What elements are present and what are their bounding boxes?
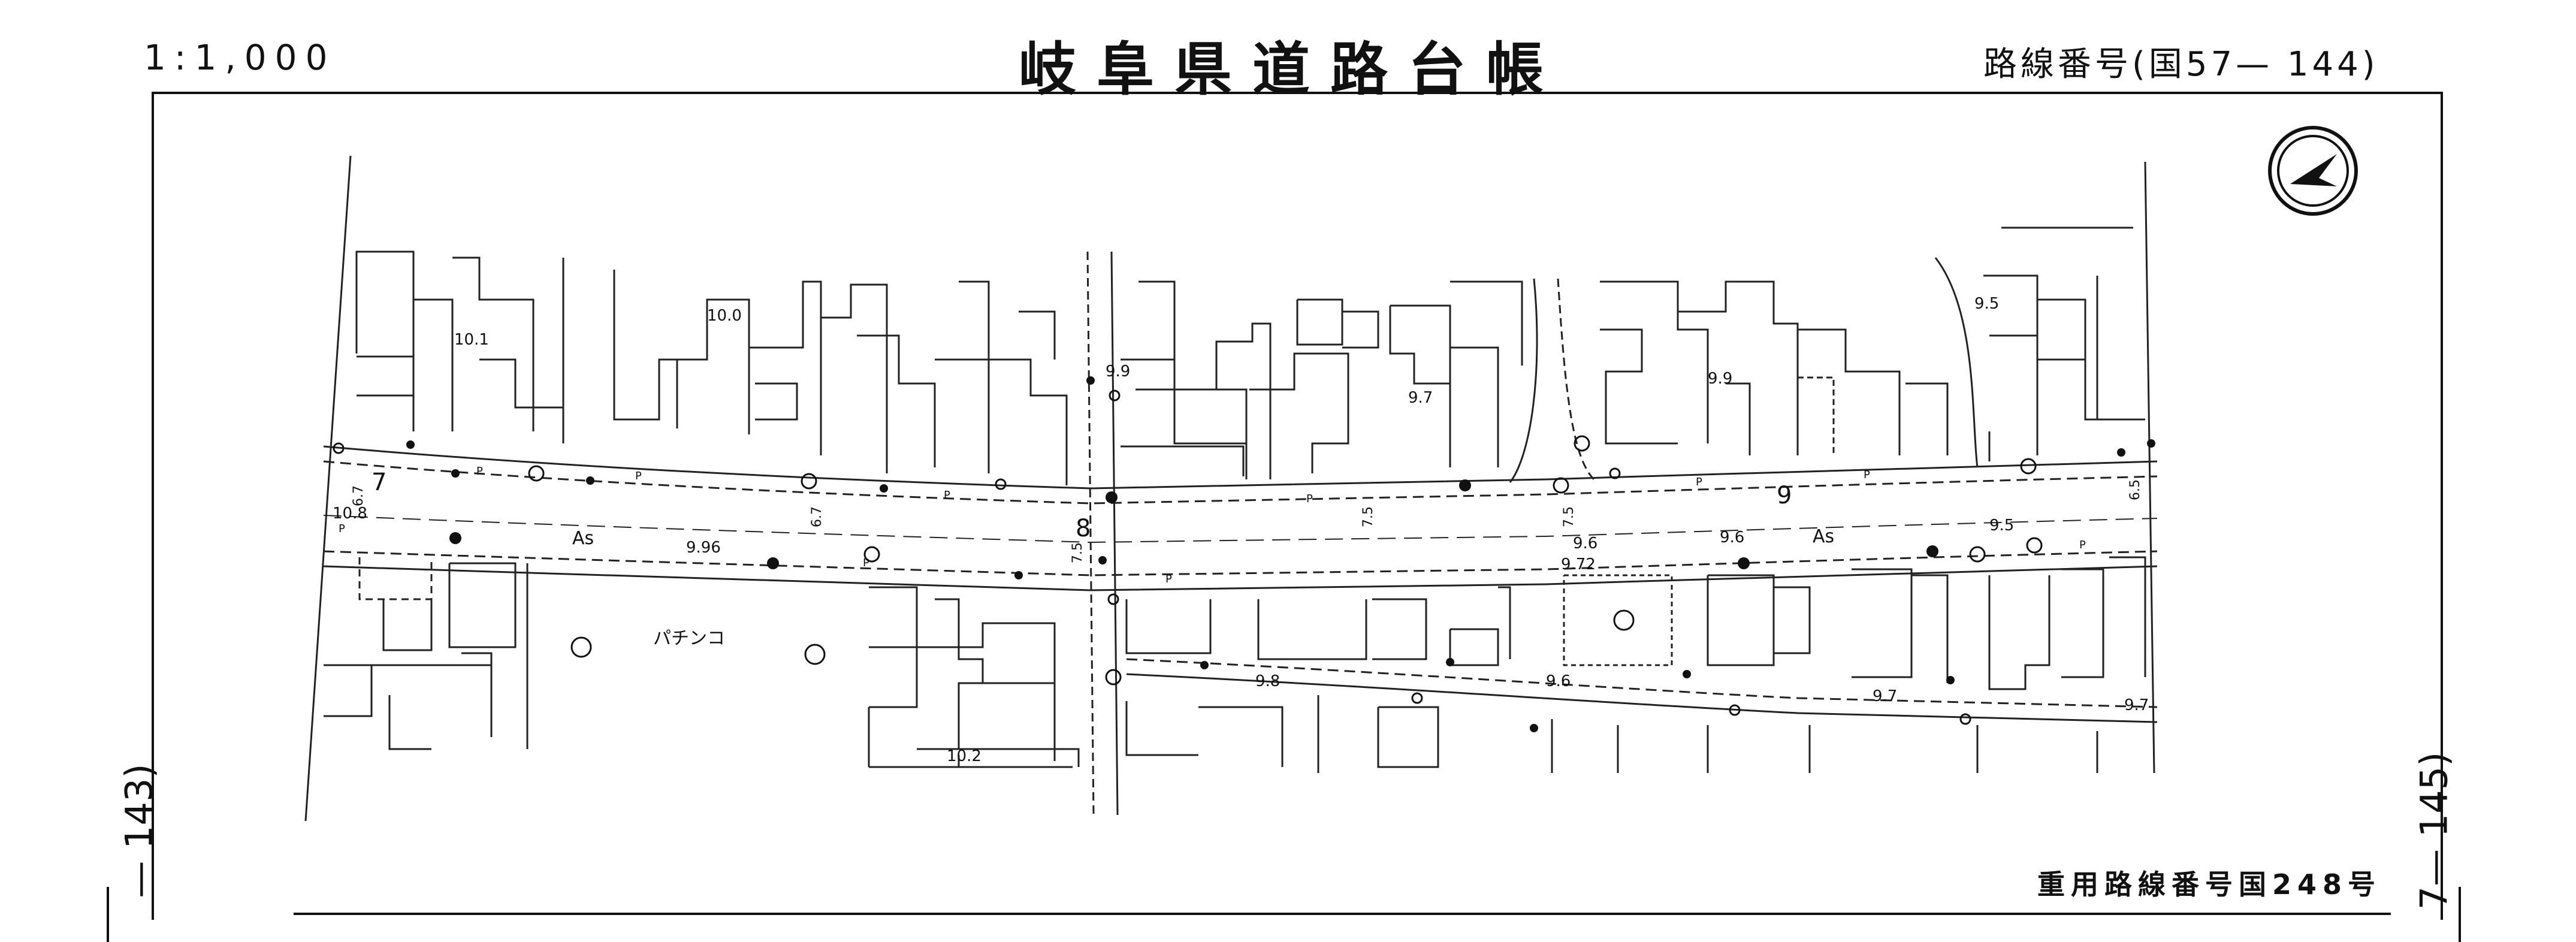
duplicate-route-number: 重用路線番号国248号 bbox=[2037, 868, 2382, 901]
map-open-symbols bbox=[333, 390, 2043, 725]
parking-marker: P bbox=[339, 523, 345, 535]
place-label: パチンコ bbox=[653, 628, 725, 649]
map-linework bbox=[304, 155, 2158, 822]
sheet-frame bbox=[107, 92, 2461, 942]
map-labels: 10.0 10.1 9.9 9.7 9.9 9.5 10.8 9.96 9.72… bbox=[333, 295, 2149, 765]
surface-label: As bbox=[572, 528, 594, 549]
road-width-label: 7.5 bbox=[1070, 542, 1085, 563]
parking-marker: P bbox=[2079, 539, 2086, 551]
elevation-label: 10.8 bbox=[333, 505, 367, 523]
road-width-label: 6.7 bbox=[810, 506, 825, 527]
parking-marker: P bbox=[1864, 469, 1870, 481]
elevation-label: 10.1 bbox=[454, 331, 489, 349]
elevation-label: 9.96 bbox=[686, 539, 721, 557]
elevation-label: 9.72 bbox=[1561, 555, 1596, 573]
elevation-label: 9.9 bbox=[1106, 363, 1130, 381]
elevation-label: 10.0 bbox=[707, 307, 742, 325]
surface-label: As bbox=[1813, 526, 1834, 547]
parking-marker: P bbox=[476, 465, 483, 478]
elevation-label: 9.6 bbox=[1546, 672, 1571, 690]
elevation-label: 10.2 bbox=[947, 747, 982, 765]
parking-marker: P bbox=[1306, 493, 1313, 505]
elevation-label: 9.6 bbox=[1573, 535, 1597, 552]
road-width-label: 7.5 bbox=[1562, 506, 1577, 527]
km-post-label: 9 bbox=[1777, 482, 1792, 509]
elevation-label: 9.5 bbox=[1989, 517, 2014, 535]
km-post-label: 7 bbox=[372, 469, 386, 496]
elevation-label: 9.5 bbox=[1974, 295, 1999, 313]
elevation-label: 9.6 bbox=[1720, 529, 1744, 547]
map-symbols bbox=[406, 376, 2155, 732]
elevation-label: 9.9 bbox=[1708, 370, 1732, 388]
map-scale: 1:1,000 bbox=[144, 37, 336, 78]
north-arrow-icon bbox=[2268, 126, 2358, 216]
elevation-label: 9.7 bbox=[2124, 696, 2149, 714]
parking-marker: P bbox=[635, 470, 642, 482]
parking-marker: P bbox=[944, 489, 950, 502]
road-width-label: 6.5 bbox=[2128, 479, 2143, 500]
route-number: 路線番号(国57— 144) bbox=[1983, 45, 2379, 84]
elevation-label: 9.8 bbox=[1255, 672, 1280, 690]
elevation-label: 9.7 bbox=[1408, 389, 1433, 407]
road-width-label: 6.7 bbox=[351, 485, 366, 506]
parking-marker: P bbox=[1696, 476, 1702, 488]
parking-marker: P bbox=[1165, 573, 1172, 585]
parking-marker: P bbox=[863, 557, 869, 569]
elevation-label: 9.7 bbox=[1873, 687, 1897, 705]
km-post-label: 8 bbox=[1076, 515, 1091, 542]
road-width-label: 7.5 bbox=[1361, 506, 1376, 527]
